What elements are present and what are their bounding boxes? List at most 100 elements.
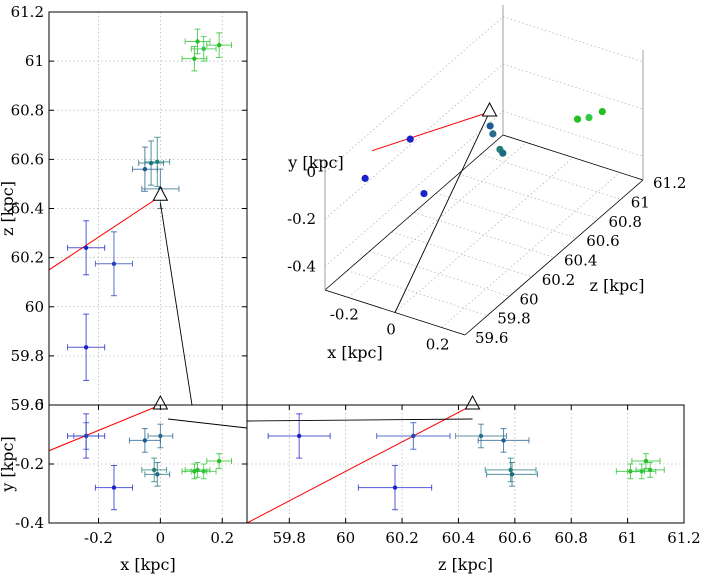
z-tick-label-3d: 60.8	[609, 213, 642, 231]
data-point-3d	[585, 113, 593, 122]
y-axis-label-3d: y [kpc]	[287, 153, 344, 172]
y-tick-label: 0	[34, 396, 44, 414]
reference-line-3d	[372, 111, 490, 152]
data-point	[83, 245, 89, 250]
data-point-3d	[499, 149, 507, 157]
data-point	[501, 438, 506, 443]
reference-line	[49, 195, 161, 271]
x-tick-label: 60	[336, 529, 355, 547]
y-tick-label: 61	[25, 52, 44, 70]
data-point-3d	[573, 115, 582, 123]
y-tick-label: 60.8	[11, 101, 44, 119]
reference-line	[247, 405, 473, 523]
connector-line	[246, 418, 473, 422]
y-tick-label: 61.2	[11, 3, 44, 21]
z-tick-label-3d: 59.8	[497, 310, 530, 328]
z-tick-label-3d: 60.4	[564, 252, 597, 270]
y-axis-label: z [kpc]	[0, 181, 17, 236]
x-tick-label: 61.2	[667, 529, 700, 547]
reference-line-group	[247, 405, 473, 523]
x-axis-label-3d: x [kpc]	[327, 343, 383, 362]
grid-line	[391, 231, 532, 278]
axis-3d-z	[464, 179, 644, 336]
y-tick-label: 60.4	[11, 200, 44, 218]
triangle-marker-3d	[481, 101, 498, 117]
x-tick-label-3d: -0.2	[330, 306, 359, 324]
grid-line	[348, 142, 527, 298]
data-point	[478, 433, 484, 439]
data-point	[201, 46, 206, 52]
connector-line	[167, 418, 248, 429]
data-point	[392, 485, 398, 490]
data-point	[158, 433, 163, 439]
plot-frame	[246, 404, 685, 524]
grid-line	[458, 173, 599, 220]
triangle-marker	[152, 186, 169, 201]
y-tick-label: 60.2	[11, 249, 44, 267]
reference-line-group	[49, 195, 161, 271]
z-axis-label-3d: z [kpc]	[590, 276, 645, 295]
grid-line	[324, 111, 504, 267]
grid-line	[502, 63, 644, 110]
z-tick-label-3d: 60.6	[586, 232, 619, 250]
data-point	[216, 42, 222, 48]
data-point	[411, 433, 416, 439]
y-tick-label: 60.6	[11, 150, 44, 168]
grid-line	[324, 16, 504, 173]
data-point	[647, 467, 653, 473]
data-point	[83, 345, 89, 350]
y-tick-label: -0.4	[15, 514, 44, 532]
x-tick-label: 59.8	[273, 529, 306, 547]
grid-line	[436, 192, 577, 239]
data-point	[142, 438, 148, 443]
data-point-3d	[486, 122, 494, 130]
y-tick-label: 59.6	[11, 396, 44, 414]
triangle-marker	[464, 394, 481, 410]
grid-line	[394, 157, 574, 313]
data-point	[195, 39, 200, 44]
data-point	[142, 167, 148, 172]
z-tick-label-3d: 61.2	[653, 174, 686, 192]
y-tick-label-3d: -0.2	[287, 210, 316, 228]
data-point-3d	[598, 107, 606, 116]
data-point	[296, 433, 302, 439]
data-point	[155, 472, 160, 477]
z-tick-label-3d: 61	[631, 193, 650, 211]
data-point-3d	[489, 130, 497, 138]
data-point	[155, 159, 160, 165]
reference-line-group	[49, 405, 161, 452]
x-tick-label: 60.2	[385, 529, 418, 547]
x-tick-label-3d: 0.2	[426, 336, 450, 354]
x-tick-label-3d: 0	[386, 321, 396, 339]
data-point-3d	[420, 189, 428, 198]
connector-line	[159, 202, 193, 406]
grid-line	[347, 270, 488, 317]
data-point-3d	[361, 174, 369, 182]
grid-line	[480, 153, 621, 200]
data-point	[151, 467, 157, 473]
reference-line	[49, 405, 161, 452]
x-tick-label: 0.2	[210, 529, 234, 547]
x-axis-label: x [kpc]	[120, 555, 176, 574]
data-point	[216, 458, 222, 464]
y-tick-label-3d: -0.4	[287, 257, 316, 275]
axis-3d-edge	[502, 134, 644, 181]
x-tick-label: 60.4	[442, 529, 475, 547]
x-tick-label: 0	[156, 529, 166, 547]
z-tick-label-3d: 60	[520, 290, 539, 308]
grid-line	[324, 63, 504, 220]
z-tick-label-3d: 59.6	[475, 329, 508, 347]
grid-line	[441, 172, 620, 328]
grid-line	[502, 110, 644, 157]
x-tick-label: 60.8	[555, 529, 588, 547]
axis-3d-edge	[324, 134, 504, 291]
x-axis-label: z [kpc]	[438, 555, 493, 574]
y-axis-label: y [kpc]	[0, 436, 17, 493]
grid-line	[413, 212, 555, 258]
y-tick-label: 59.8	[11, 347, 44, 365]
y-tick-label: -0.2	[15, 455, 44, 473]
y-tick-label-3d: 0	[306, 163, 316, 181]
z-tick-label-3d: 60.2	[542, 271, 575, 289]
grid-line	[502, 16, 644, 63]
